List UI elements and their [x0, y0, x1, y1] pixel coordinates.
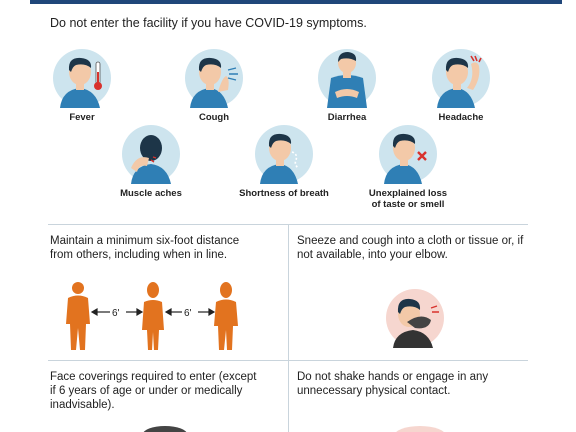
person-figure: [142, 282, 164, 350]
sneeze-into-elbow-icon: [386, 289, 444, 348]
person-figure: [66, 282, 90, 350]
symptom-label-line: Unexplained loss: [368, 188, 448, 199]
symptom-cough: Cough: [159, 48, 269, 123]
fever-icon: [53, 49, 111, 108]
person-figure: [214, 282, 238, 350]
divider-top: [48, 224, 528, 225]
symptom-muscle-aches: Muscle aches: [96, 124, 206, 199]
header-bar: [30, 0, 562, 4]
distance-label: 6': [184, 308, 192, 319]
face-covering-text: Face coverings required to enter (except…: [50, 370, 256, 412]
symptom-label: Muscle aches: [120, 188, 182, 199]
divider-vertical: [288, 225, 289, 432]
symptom-shortness-of-breath: Shortness of breath: [229, 124, 339, 199]
headache-icon: [432, 49, 490, 108]
sneeze-text: Sneeze and cough into a cloth or tissue …: [297, 234, 523, 262]
distance-text: Maintain a minimum six-foot distance fro…: [50, 234, 239, 262]
text-line: if 6 years of age or under or medically: [50, 385, 243, 397]
symptom-diarrhea: Diarrhea: [292, 48, 402, 123]
text-line: inadvisable).: [50, 399, 115, 411]
distance-arrow: [90, 307, 216, 317]
symptom-headache: Headache: [406, 48, 516, 123]
symptom-label: Cough: [198, 112, 230, 123]
symptom-label-line: of taste or smell: [371, 199, 445, 210]
distance-label: 6': [112, 308, 120, 319]
no-handshake-icon: [396, 426, 444, 432]
text-line: Sneeze and cough into a cloth or tissue …: [297, 235, 524, 247]
text-line: unnecessary physical contact.: [297, 385, 451, 397]
symptom-label: Diarrhea: [327, 112, 367, 123]
diarrhea-icon: [318, 49, 376, 108]
muscle-aches-icon: [122, 125, 180, 184]
intro-text: Do not enter the facility if you have CO…: [50, 16, 367, 30]
no-handshake-text: Do not shake hands or engage in any unne…: [297, 370, 488, 398]
six-foot-distance-illustration: 6' 6': [66, 282, 238, 350]
text-line: Face coverings required to enter (except: [50, 371, 257, 383]
symptom-loss-of-taste: Unexplained loss of taste or smell: [353, 124, 463, 210]
symptom-label: Fever: [69, 112, 95, 123]
symptom-label: Headache: [438, 112, 484, 123]
symptom-fever: Fever: [27, 48, 137, 123]
text-line: Do not shake hands or engage in any: [297, 371, 489, 383]
face-covering-icon: [143, 426, 187, 432]
text-line: not available, into your elbow.: [297, 249, 448, 261]
loss-of-taste-icon: [379, 125, 437, 184]
text-line: Maintain a minimum six-foot distance: [50, 235, 240, 247]
cough-icon: [185, 49, 243, 108]
symptom-label: Shortness of breath: [239, 188, 329, 199]
shortness-of-breath-icon: [255, 125, 313, 184]
text-line: from others, including when in line.: [50, 249, 228, 261]
symptom-label: Unexplained loss of taste or smell: [353, 188, 463, 210]
